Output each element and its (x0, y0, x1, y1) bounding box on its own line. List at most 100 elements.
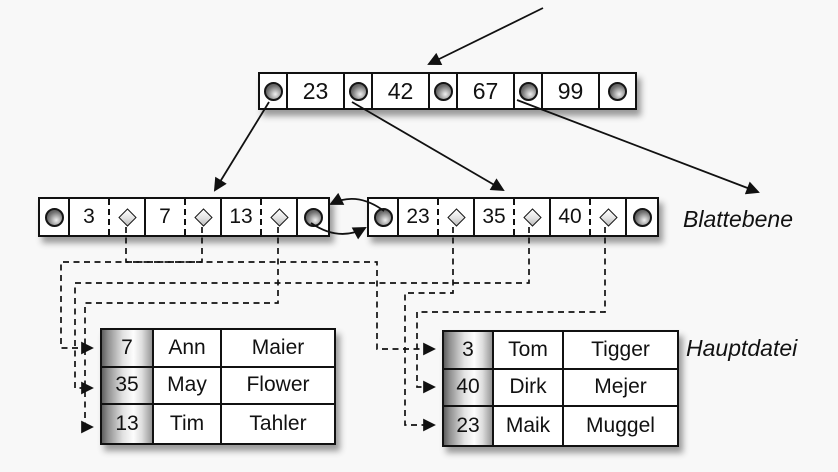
record-lastname-cell: Mejer (564, 369, 677, 407)
record-pointer-cell (515, 199, 551, 235)
leaf-node-left: 3 7 13 (38, 197, 330, 237)
main-file-table-right: 3 Tom Tigger 40 Dirk Mejer 23 Maik Mugge… (442, 330, 679, 447)
pointer-circle-icon (303, 207, 323, 227)
record-pointer-diamond-icon (598, 207, 618, 227)
record-firstname-cell: Dirk (494, 369, 564, 407)
record-firstname: Tom (508, 337, 548, 361)
root-key: 99 (557, 77, 584, 104)
leaf-sibling-pointer-cell (369, 199, 399, 235)
table-row: 35 May Flower (102, 367, 334, 405)
record-pointer-diamond-icon (117, 207, 137, 227)
record-pointer-diamond-icon (193, 207, 213, 227)
leaf-key-cell: 35 (475, 199, 515, 235)
root-to-right-leaf-arrow (351, 101, 505, 192)
record-key: 23 (456, 413, 480, 437)
root-key-cell: 23 (288, 74, 345, 108)
record-key: 13 (115, 411, 139, 435)
root-entry-arrow (427, 7, 544, 65)
record-key: 7 (121, 335, 133, 359)
pointer-circle-icon (518, 81, 538, 101)
root-pointer-cell (600, 74, 635, 108)
leaf-key-cell: 13 (222, 199, 262, 235)
record-firstname-cell: Ann (154, 330, 222, 368)
leaf-level-label: Blattebene (683, 206, 793, 232)
leaf-key: 3 (83, 205, 95, 228)
pointer-circle-icon (433, 81, 453, 101)
root-node: 23 42 67 99 (258, 72, 637, 110)
record-firstname-cell: Tom (494, 332, 564, 370)
leaf-key-cell: 23 (399, 199, 439, 235)
record-pointer-cell (110, 199, 146, 235)
record-key: 3 (462, 337, 474, 361)
leaf-key-cell: 3 (70, 199, 110, 235)
root-pointer-cell (430, 74, 458, 108)
root-key-cell: 67 (458, 74, 515, 108)
record-key-cell: 3 (444, 332, 494, 370)
root-pointer-cell (515, 74, 543, 108)
leaf-node-right: 23 35 40 (367, 197, 659, 237)
root-pointer-cell (260, 74, 288, 108)
leaf-key: 23 (406, 205, 430, 228)
record-lastname: Flower (246, 373, 310, 397)
record-firstname-cell: Maik (494, 407, 564, 445)
leaf-sibling-pointer-cell (40, 199, 70, 235)
record-lastname-cell: Muggel (564, 407, 677, 445)
record-pointer-cell (439, 199, 475, 235)
record-pointer-diamond-icon (446, 207, 466, 227)
record-key-cell: 23 (444, 407, 494, 445)
record-firstname-cell: May (154, 367, 222, 405)
record-lastname: Tahler (249, 411, 307, 435)
root-pointer-cell (345, 74, 373, 108)
leaf-key-cell: 7 (146, 199, 186, 235)
table-row: 13 Tim Tahler (102, 405, 334, 443)
record-firstname: Maik (505, 413, 551, 437)
table-row: 3 Tom Tigger (444, 332, 677, 370)
main-file-label: Hauptdatei (686, 335, 798, 361)
leaf-sibling-pointer-cell (627, 199, 657, 235)
record-lastname: Muggel (586, 413, 655, 437)
table-row: 7 Ann Maier (102, 330, 334, 368)
pointer-circle-icon (348, 81, 368, 101)
pointer-circle-icon (373, 207, 393, 227)
root-key-cell: 42 (373, 74, 430, 108)
record-firstname-cell: Tim (154, 405, 222, 443)
root-key: 42 (387, 77, 414, 104)
record-pointer-cell (262, 199, 298, 235)
record-lastname: Maier (251, 335, 305, 359)
leaf-key: 13 (229, 205, 253, 228)
root-key: 23 (302, 77, 329, 104)
main-file-table-left: 7 Ann Maier 35 May Flower 13 Tim Tahler (100, 328, 336, 445)
leaf-key: 7 (159, 205, 171, 228)
record-lastname-cell: Maier (222, 330, 334, 368)
leaf-key-cell: 40 (551, 199, 591, 235)
record-firstname: May (167, 373, 207, 397)
record-pointer-diamond-icon (522, 207, 542, 227)
root-key-cell: 99 (543, 74, 600, 108)
root-key: 67 (472, 77, 499, 104)
leaf-sibling-pointer-cell (298, 199, 328, 235)
root-to-left-leaf-arrow (213, 101, 270, 192)
record-firstname: Ann (168, 335, 206, 359)
leaf-key: 40 (558, 205, 582, 228)
record-key: 40 (456, 375, 480, 399)
pointer-circle-icon (608, 81, 627, 101)
leaf-key: 35 (482, 205, 506, 228)
record-lastname: Mejer (594, 375, 647, 399)
record-pointer-cell (591, 199, 627, 235)
record-key: 35 (115, 373, 139, 397)
record-key-cell: 13 (102, 405, 154, 443)
pointer-circle-icon (263, 81, 283, 101)
table-row: 23 Maik Muggel (444, 407, 677, 445)
record-lastname: Tigger (591, 337, 650, 361)
record-lastname-cell: Flower (222, 367, 334, 405)
record-firstname: Dirk (509, 375, 547, 399)
table-row: 40 Dirk Mejer (444, 369, 677, 407)
record-lastname-cell: Tigger (564, 332, 677, 370)
record-key-cell: 40 (444, 369, 494, 407)
pointer-circle-icon (632, 207, 652, 227)
record-key-cell: 7 (102, 330, 154, 368)
pointer-circle-icon (44, 207, 64, 227)
record-pointer-cell (186, 199, 222, 235)
root-to-offscreen-leaf-arrow (516, 99, 760, 195)
